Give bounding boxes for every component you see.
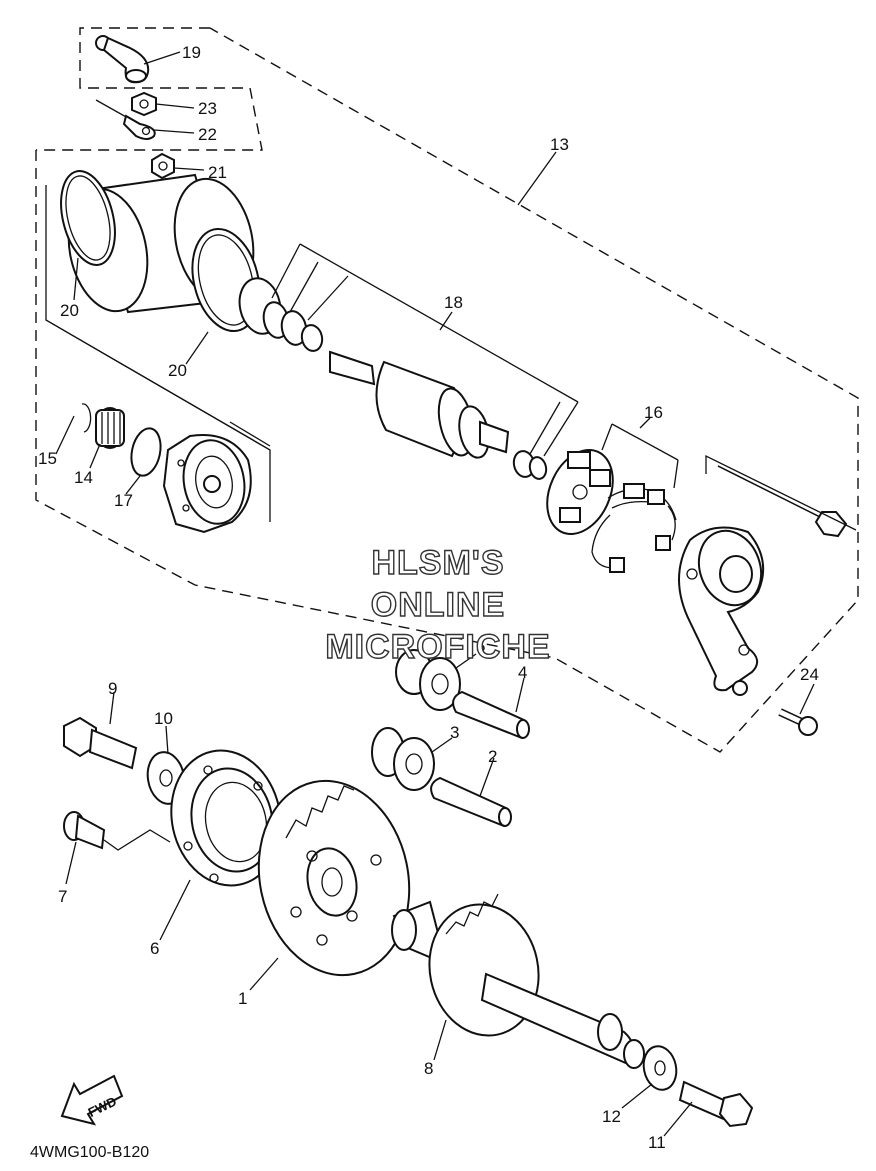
callout-2: 2: [488, 747, 497, 766]
callout-5: 5: [476, 637, 485, 656]
part-4-shaft: [452, 690, 530, 740]
callout-24: 24: [800, 665, 819, 684]
part-22-lead-wire: [95, 99, 156, 140]
part-11-bolt: [678, 1080, 754, 1128]
part-14-bearing: [95, 407, 125, 449]
callout-21: 21: [208, 163, 227, 182]
part-15-circlip: [81, 403, 92, 433]
callout-10: 10: [154, 709, 173, 728]
callout-14: 14: [74, 468, 93, 487]
part-7-bolt: [63, 811, 171, 851]
part-16-brush-holder: [546, 448, 614, 536]
callout-8: 8: [424, 1059, 433, 1078]
callout-3: 3: [450, 723, 459, 742]
watermark-line-2: ONLINE: [371, 586, 505, 624]
part-20-o-ring-front: [60, 170, 116, 266]
callout-20-front: 20: [60, 301, 79, 320]
fwd-arrow-icon: FWD: [60, 1074, 124, 1126]
through-bolt: [705, 454, 857, 538]
armature-washers: [238, 243, 579, 403]
part-12-washer: [642, 1045, 678, 1091]
watermark-line-3: MICROFICHE: [325, 628, 550, 666]
part-8-gear-shaft: [391, 893, 645, 1069]
callout-11: 11: [648, 1133, 666, 1152]
callout-13: 13: [550, 135, 569, 154]
watermark: HLSM'S ONLINE MICROFICHE: [325, 543, 551, 666]
callout-15: 15: [38, 449, 57, 468]
part-23-nut: [131, 91, 157, 117]
part-3-idler-gear: [371, 727, 435, 791]
callout-22: 22: [198, 125, 217, 144]
part-18-armature: [329, 350, 579, 480]
callout-7: 7: [58, 887, 67, 906]
rear-cover: [678, 526, 765, 696]
leader-lines: [55, 51, 815, 1137]
part-16-brush-set: [591, 423, 679, 573]
callout-12: 12: [602, 1107, 621, 1126]
callout-4: 4: [518, 663, 527, 682]
callout-20-rear: 20: [168, 361, 187, 380]
part-17-o-ring: [130, 427, 162, 477]
part-5-idler-gear: [395, 649, 461, 711]
watermark-line-1: HLSM'S: [371, 544, 504, 582]
assembly-outline-13: [35, 27, 859, 753]
part-6-starter-clutch: [170, 749, 282, 887]
callout-1: 1: [238, 989, 247, 1008]
callout-9: 9: [108, 679, 117, 698]
yoke-group-outline: [45, 185, 271, 522]
part-2-shaft: [430, 776, 512, 828]
part-9-bolt: [63, 716, 138, 770]
callout-17: 17: [114, 491, 133, 510]
diagram-code: 4WMG100-B120: [30, 1144, 149, 1161]
callout-6: 6: [150, 939, 159, 958]
part-1-starter-wheel-gear: [257, 779, 411, 977]
front-cover-group-outline: [229, 421, 271, 447]
callout-19: 19: [182, 43, 201, 62]
callout-labels: 1 2 3 4 5 6 7 8 9 10 11 12 13 14 15 16 1…: [38, 43, 819, 1152]
front-cover: [162, 434, 252, 534]
callout-18: 18: [444, 293, 463, 312]
part-24-screw: [778, 708, 818, 736]
callout-16: 16: [644, 403, 663, 422]
part-19-terminal-cap: [95, 35, 150, 84]
callout-23: 23: [198, 99, 217, 118]
